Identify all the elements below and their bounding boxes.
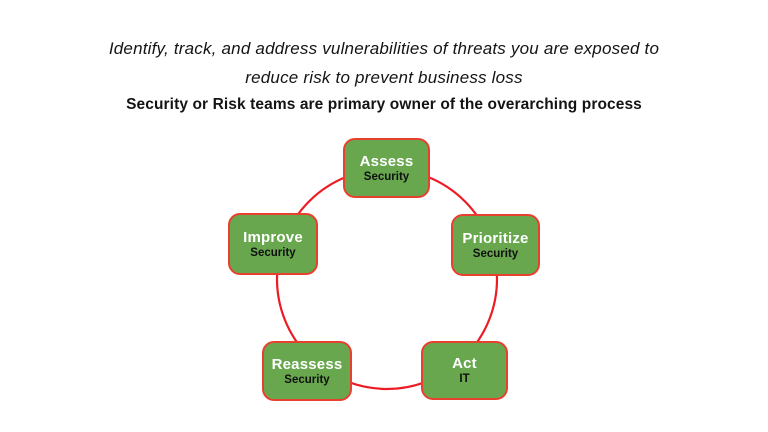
node-assess-label: Assess <box>359 152 414 170</box>
node-prioritize-label: Prioritize <box>462 229 529 247</box>
node-act: Act IT <box>421 341 508 400</box>
node-assess: Assess Security <box>343 138 430 198</box>
node-prioritize-sublabel: Security <box>472 247 519 260</box>
node-prioritize: Prioritize Security <box>451 214 540 276</box>
node-improve: Improve Security <box>228 213 318 275</box>
slide-header: Identify, track, and address vulnerabili… <box>0 34 768 118</box>
headline-line-2: reduce risk to prevent business loss <box>245 68 523 87</box>
node-reassess-sublabel: Security <box>284 373 330 386</box>
node-improve-label: Improve <box>243 228 303 246</box>
headline-owner: Security or Risk teams are primary owner… <box>126 96 642 113</box>
headline-line-1: Identify, track, and address vulnerabili… <box>108 39 660 58</box>
node-improve-sublabel: Security <box>250 246 296 259</box>
node-reassess-label: Reassess <box>271 355 343 373</box>
node-act-sublabel: IT <box>459 373 470 385</box>
node-assess-sublabel: Security <box>363 170 410 183</box>
node-act-label: Act <box>452 355 477 372</box>
node-reassess: Reassess Security <box>262 341 352 401</box>
